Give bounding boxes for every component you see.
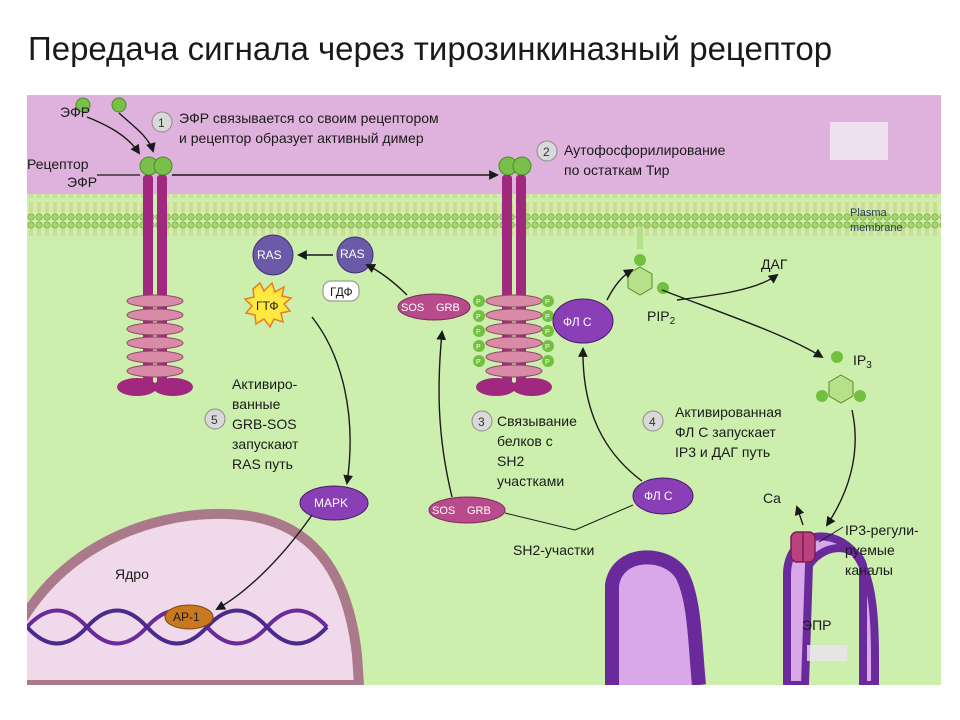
plasma-membrane-label-line1: Plasma xyxy=(850,207,888,219)
grb-top-label: GRB xyxy=(436,302,460,314)
svg-text:Активированная: Активированная xyxy=(675,404,782,420)
ras-inactive-label: RAS xyxy=(340,247,365,261)
svg-text:и рецептор образует активный д: и рецептор образует активный димер xyxy=(179,130,424,146)
svg-text:белков с: белков с xyxy=(497,433,553,449)
step-2: 2 Аутофосфорилирование по остаткам Тир xyxy=(536,140,726,178)
egf-ligand xyxy=(111,97,127,113)
receptor-label-line1: Рецептор xyxy=(27,156,89,172)
sos-grb-complex-bottom xyxy=(428,496,506,524)
sos-top-label: SOS xyxy=(401,302,424,314)
sos-bottom-label: SOS xyxy=(432,505,455,517)
svg-text:Активиро-: Активиро- xyxy=(232,376,298,392)
step-5: 5 Активиро- ванные GRB-SOS запускают RAS… xyxy=(204,376,299,472)
svg-text:P: P xyxy=(476,344,481,351)
svg-text:участками: участками xyxy=(497,473,564,489)
step-4: 4 Активированная ФЛ С запускает IP3 и ДА… xyxy=(642,404,782,460)
ras-active-label: RAS xyxy=(257,248,282,262)
ip3-molecule xyxy=(816,351,866,404)
sos-grb-complex-top xyxy=(397,293,471,321)
svg-text:3: 3 xyxy=(478,415,485,429)
grb-bottom-label: GRB xyxy=(467,505,491,517)
plasma-membrane-label-line2: membrane xyxy=(850,222,903,234)
svg-text:1: 1 xyxy=(158,116,165,130)
svg-text:IP3 и ДАГ путь: IP3 и ДАГ путь xyxy=(675,444,770,460)
mapk-label: MAPK xyxy=(314,496,348,510)
gdf-box xyxy=(322,280,360,302)
svg-text:2: 2 xyxy=(543,145,550,159)
svg-text:P: P xyxy=(476,314,481,321)
nucleus-label: Ядро xyxy=(115,566,149,582)
step-1: 1 ЭФР связывается со своим рецептором и … xyxy=(151,110,439,146)
ras-active xyxy=(252,234,294,276)
channels-label-line2: руемые xyxy=(845,542,895,558)
extracellular-space xyxy=(27,95,941,194)
plc-bottom-label: ФЛ С xyxy=(644,489,673,503)
phosphotyrosines-right: P P P P P xyxy=(542,295,554,367)
signal-transduction-diagram: Plasma membrane Ядро ЭПР xyxy=(27,95,941,685)
mapk xyxy=(299,485,369,521)
step-3: 3 Связывание белков с SH2 участками xyxy=(471,410,577,489)
svg-text:SH2: SH2 xyxy=(497,453,524,469)
svg-text:Аутофосфорилирование: Аутофосфорилирование xyxy=(564,142,726,158)
plc-top xyxy=(552,298,614,344)
svg-text:запускают: запускают xyxy=(232,436,299,452)
er-second-lobe xyxy=(605,550,706,685)
svg-text:GRB-SOS: GRB-SOS xyxy=(232,416,297,432)
egf-ligand xyxy=(75,97,91,113)
plc-top-label: ФЛ С xyxy=(563,315,592,329)
svg-text:ЭФР связывается со своим рецеп: ЭФР связывается со своим рецептором xyxy=(179,110,439,126)
efr-label: ЭФР xyxy=(60,104,90,120)
channels-label-line1: IP3-регули- xyxy=(845,522,919,538)
receptor-left xyxy=(117,156,193,396)
svg-text:P: P xyxy=(545,314,550,321)
svg-text:5: 5 xyxy=(211,413,218,427)
sh2-sites-label: SH2-участки xyxy=(513,542,594,558)
er-label: ЭПР xyxy=(802,617,831,633)
svg-text:ФЛ С запускает: ФЛ С запускает xyxy=(675,424,776,440)
channels-label-line3: каналы xyxy=(845,562,893,578)
plasma-membrane xyxy=(27,194,941,236)
svg-text:P: P xyxy=(545,359,550,366)
ip3-label: IP3 xyxy=(853,352,872,371)
svg-text:Связывание: Связывание xyxy=(497,413,577,429)
receptor-right xyxy=(476,156,552,396)
slide-title: Передача сигнала через тирозинкиназный р… xyxy=(28,30,833,67)
ras-inactive xyxy=(336,236,374,274)
svg-text:ванные: ванные xyxy=(232,396,281,412)
svg-text:P: P xyxy=(476,299,481,306)
pip2-label: PIP2 xyxy=(647,308,676,327)
svg-text:RAS путь: RAS путь xyxy=(232,456,293,472)
svg-text:P: P xyxy=(545,344,550,351)
svg-text:P: P xyxy=(476,359,481,366)
pip2-molecule xyxy=(627,227,669,296)
receptor-label-line2: ЭФР xyxy=(67,174,97,190)
svg-text:по остаткам Тир: по остаткам Тир xyxy=(564,162,670,178)
gdf-label: ГДФ xyxy=(330,285,353,299)
gtf-burst xyxy=(243,281,293,329)
ap1-label: AP-1 xyxy=(173,610,200,624)
ca-label: Ca xyxy=(763,490,781,506)
svg-text:P: P xyxy=(545,329,550,336)
svg-text:4: 4 xyxy=(649,415,656,429)
svg-text:P: P xyxy=(545,299,550,306)
svg-text:P: P xyxy=(476,329,481,336)
plc-bottom xyxy=(632,477,694,515)
dag-label: ДАГ xyxy=(761,256,788,272)
gtf-label: ГТФ xyxy=(256,299,279,313)
ap1 xyxy=(164,604,214,630)
phosphotyrosines-left: P P P P P xyxy=(473,295,485,367)
